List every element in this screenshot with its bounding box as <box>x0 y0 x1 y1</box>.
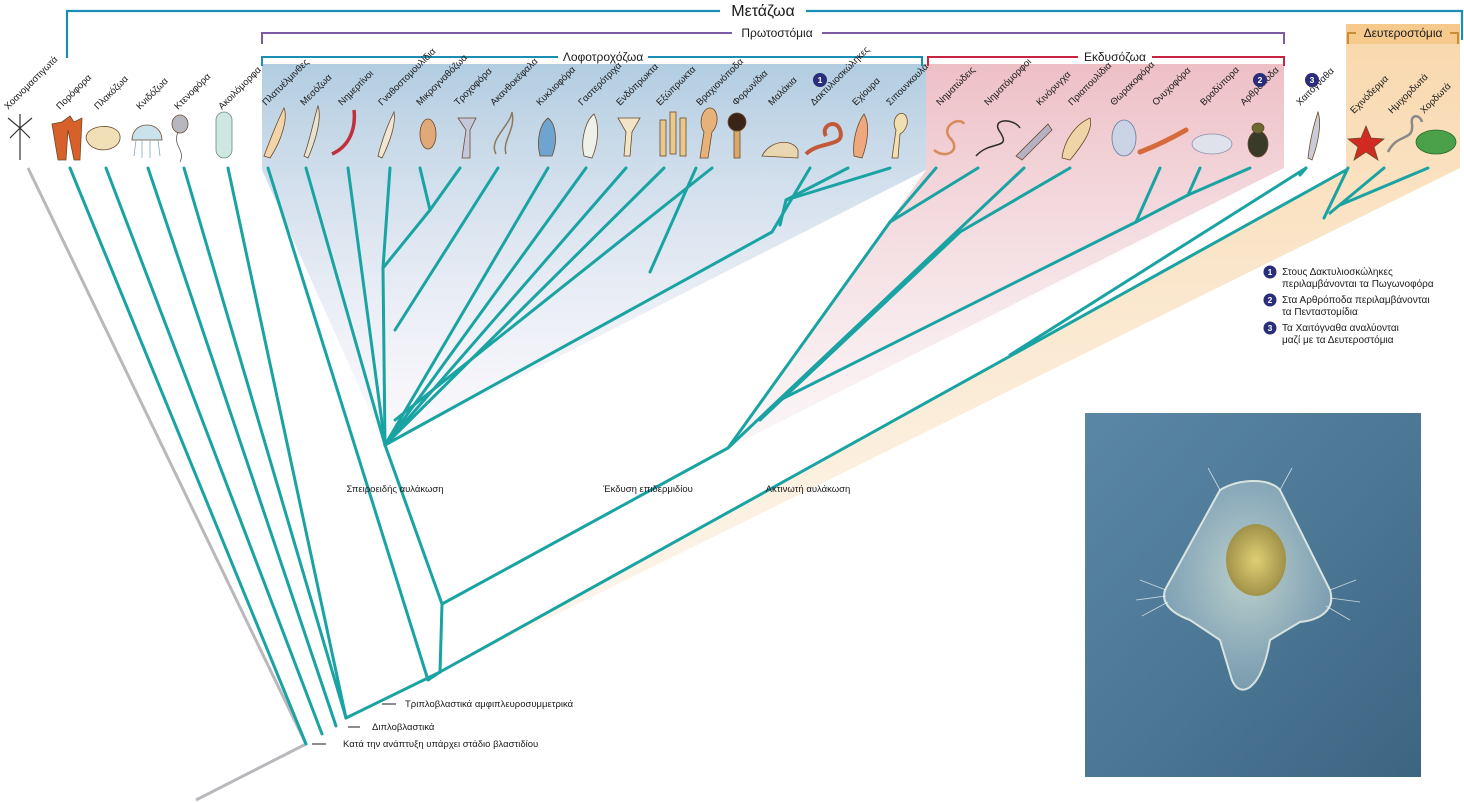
microscope-photo <box>1085 413 1421 777</box>
deuterostomia-region <box>440 40 1460 672</box>
placozoa-icon <box>85 126 121 151</box>
node-label-diploblastic: Διπλοβλαστικά <box>372 722 435 733</box>
brachiopod-icon <box>699 107 718 159</box>
nemertean-icon <box>331 109 357 156</box>
tree-badges: 1 2 3 <box>813 73 1319 87</box>
organism-cilia <box>1135 467 1361 621</box>
node-ticks <box>312 703 396 745</box>
onychophoran-icon <box>1137 127 1189 155</box>
svg-text:2: 2 <box>1268 295 1273 305</box>
lophotrochozoa-region <box>262 64 926 445</box>
note-3-badge <box>1263 321 1277 335</box>
phoronid-icon <box>727 112 747 159</box>
note-3-line-1: Τα Χαιτόγναθα αναλύονται <box>1282 322 1399 334</box>
note-3-line-2: μαζί με τα Δευτεροστόμια <box>1282 334 1394 346</box>
svg-text:3: 3 <box>1268 323 1273 333</box>
micrognathozoa-icon <box>419 118 437 150</box>
protostomia-label: Πρωτοστόμια <box>741 26 812 40</box>
svg-text:2: 2 <box>1258 75 1263 85</box>
ctenophore-icon <box>171 114 189 163</box>
kinorhyncha-icon <box>1015 123 1053 161</box>
organism-gut <box>1226 524 1286 596</box>
lophotrochozoa-label: Λοφοτροχόζωα <box>563 50 643 64</box>
ecdysozoa-label: Εκδυσόζωα <box>1084 50 1146 64</box>
tree-branches <box>68 166 1430 746</box>
node-label-spiral-1: Σπειροειδής αυλάκωση <box>346 484 443 495</box>
node-label-molting: Έκδυση επιδερμιδίου <box>602 484 693 495</box>
badge-2 <box>1253 73 1267 87</box>
root-branch <box>195 742 307 802</box>
echiuran-icon <box>853 113 868 159</box>
lophotrochozoa-bracket <box>261 56 923 66</box>
taxon-label-chaetognatha: Χαιτόγναθα <box>1294 66 1337 109</box>
mollusk-icon <box>761 142 799 159</box>
chaetognath-icon <box>1307 110 1320 161</box>
priapulid-icon <box>1061 117 1092 161</box>
taxon-label-basal-3: Κνιδόζωα <box>134 76 171 113</box>
svg-text:3: 3 <box>1310 75 1315 85</box>
choanoflagellate-branch <box>26 167 308 745</box>
note-1-line-2: περιλαμβάνονται τα Πωγωνοφόρα <box>1282 278 1434 290</box>
sipuncula-icon <box>891 113 908 159</box>
ecdysozoa-region <box>728 64 1284 448</box>
footnotes: 1 Στους Δακτυλιοσκώληκες περιλαμβάνονται… <box>1263 265 1434 346</box>
organism-icons <box>7 104 1457 163</box>
nematode-icon <box>933 119 966 156</box>
protostomia-bracket <box>261 32 1285 44</box>
gnathostomulid-icon <box>377 110 395 159</box>
arthropod-icon <box>1247 122 1269 158</box>
choanoflagellate-icon <box>7 114 33 160</box>
deuterostomia-header-bg <box>1346 24 1460 44</box>
cycliophora-icon <box>538 117 556 157</box>
ecdysozoa-bracket <box>927 56 1285 66</box>
badge-3 <box>1305 73 1319 87</box>
ectoprocta-icon <box>659 111 687 157</box>
taxon-label-basal-5: Ακοιλόμορφα <box>216 64 264 112</box>
hemichordate-icon <box>1386 115 1424 153</box>
svg-text:1: 1 <box>818 75 823 85</box>
rotifer-icon <box>457 117 477 159</box>
note-1-badge <box>1263 265 1277 279</box>
node-label-radial: Ακτινωτή αυλάκωση <box>766 484 851 495</box>
clade-shading <box>262 40 1460 672</box>
mesozoa-icon <box>303 104 320 159</box>
note-1-line-1: Στους Δακτυλιοσκώληκες <box>1282 266 1393 278</box>
taxon-label-basal-1: Πορόφορα <box>54 72 94 112</box>
gastrotrich-icon <box>582 113 598 159</box>
node-label-blastula: Κατά την ανάπτυξη υπάρχει στάδιο βλαστιδ… <box>343 739 538 750</box>
sponge-icon <box>51 115 83 161</box>
tardigrade-icon <box>1191 133 1233 155</box>
deuterostomia-bracket <box>1347 32 1459 44</box>
loricifera-icon <box>1111 119 1137 157</box>
metazoa-bracket <box>65 9 1464 58</box>
flatworm-icon <box>263 107 286 159</box>
acanthocephala-icon <box>493 111 514 155</box>
chordate-icon <box>1415 129 1457 155</box>
node-label-bilateral: Τριπλοβλαστικά αμφιπλευροσυμμετρικά <box>405 699 574 710</box>
acoelomorph-icon <box>215 111 233 159</box>
taxon-label-basal-4: Κτενοφόρα <box>172 71 213 112</box>
echinoderm-icon <box>1346 124 1386 161</box>
note-2-line-1: Στα Αρθρόποδα περιλαμβάνονται <box>1282 294 1430 306</box>
badge-1 <box>813 73 827 87</box>
cnidarian-icon <box>131 124 163 158</box>
taxon-label-basal-0: Χοανομαστιγωτά <box>2 54 60 112</box>
svg-text:1: 1 <box>1268 267 1273 277</box>
nematomorph-icon <box>975 120 1021 157</box>
note-2-badge <box>1263 293 1277 307</box>
metazoa-title: Μετάζωα <box>731 3 795 20</box>
note-2-line-2: τα Πενταστομίδια <box>1282 306 1358 318</box>
taxon-label-basal-2: Πλακόζωα <box>92 73 131 112</box>
deuterostomia-label: Δευτεροστόμια <box>1364 26 1443 40</box>
annelid-icon <box>804 122 843 156</box>
entoprocta-icon <box>617 117 641 157</box>
